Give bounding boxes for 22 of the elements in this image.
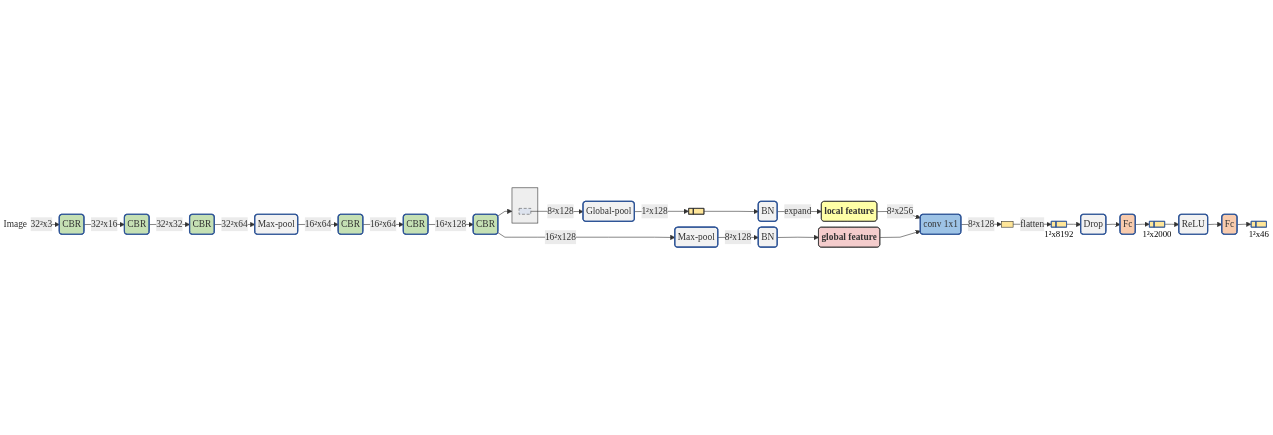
dimension-label: 1²x8192 [1044, 228, 1074, 239]
edge-label: 32²x32 [156, 218, 183, 229]
dimension-label: 1²x2000 [1142, 228, 1172, 239]
edge-label: flatten [1020, 218, 1045, 229]
edge-label: 8²x128 [547, 206, 574, 217]
edge-label: 1²x128 [641, 206, 668, 217]
edge-label: 16²x128 [544, 231, 576, 242]
cluster [511, 187, 539, 224]
edge-label: 32²x3 [30, 218, 53, 229]
edge-label: 8²x128 [724, 231, 752, 242]
node-text: Image [3, 218, 28, 229]
edge-label: 8²x256 [886, 206, 914, 217]
node-box [518, 208, 532, 215]
edge-label: 16²x64 [369, 218, 397, 229]
dimension-label: 1²x46 [1248, 228, 1269, 239]
node-box [1001, 221, 1014, 228]
edge-label: expand [784, 206, 812, 217]
edge-label: 32²x16 [91, 218, 118, 229]
edge-label: 8²x128 [967, 218, 995, 229]
edge-label: 16²x64 [304, 218, 332, 229]
edge-label: 32²x64 [221, 218, 248, 229]
edge-label: 16²x128 [435, 218, 467, 229]
